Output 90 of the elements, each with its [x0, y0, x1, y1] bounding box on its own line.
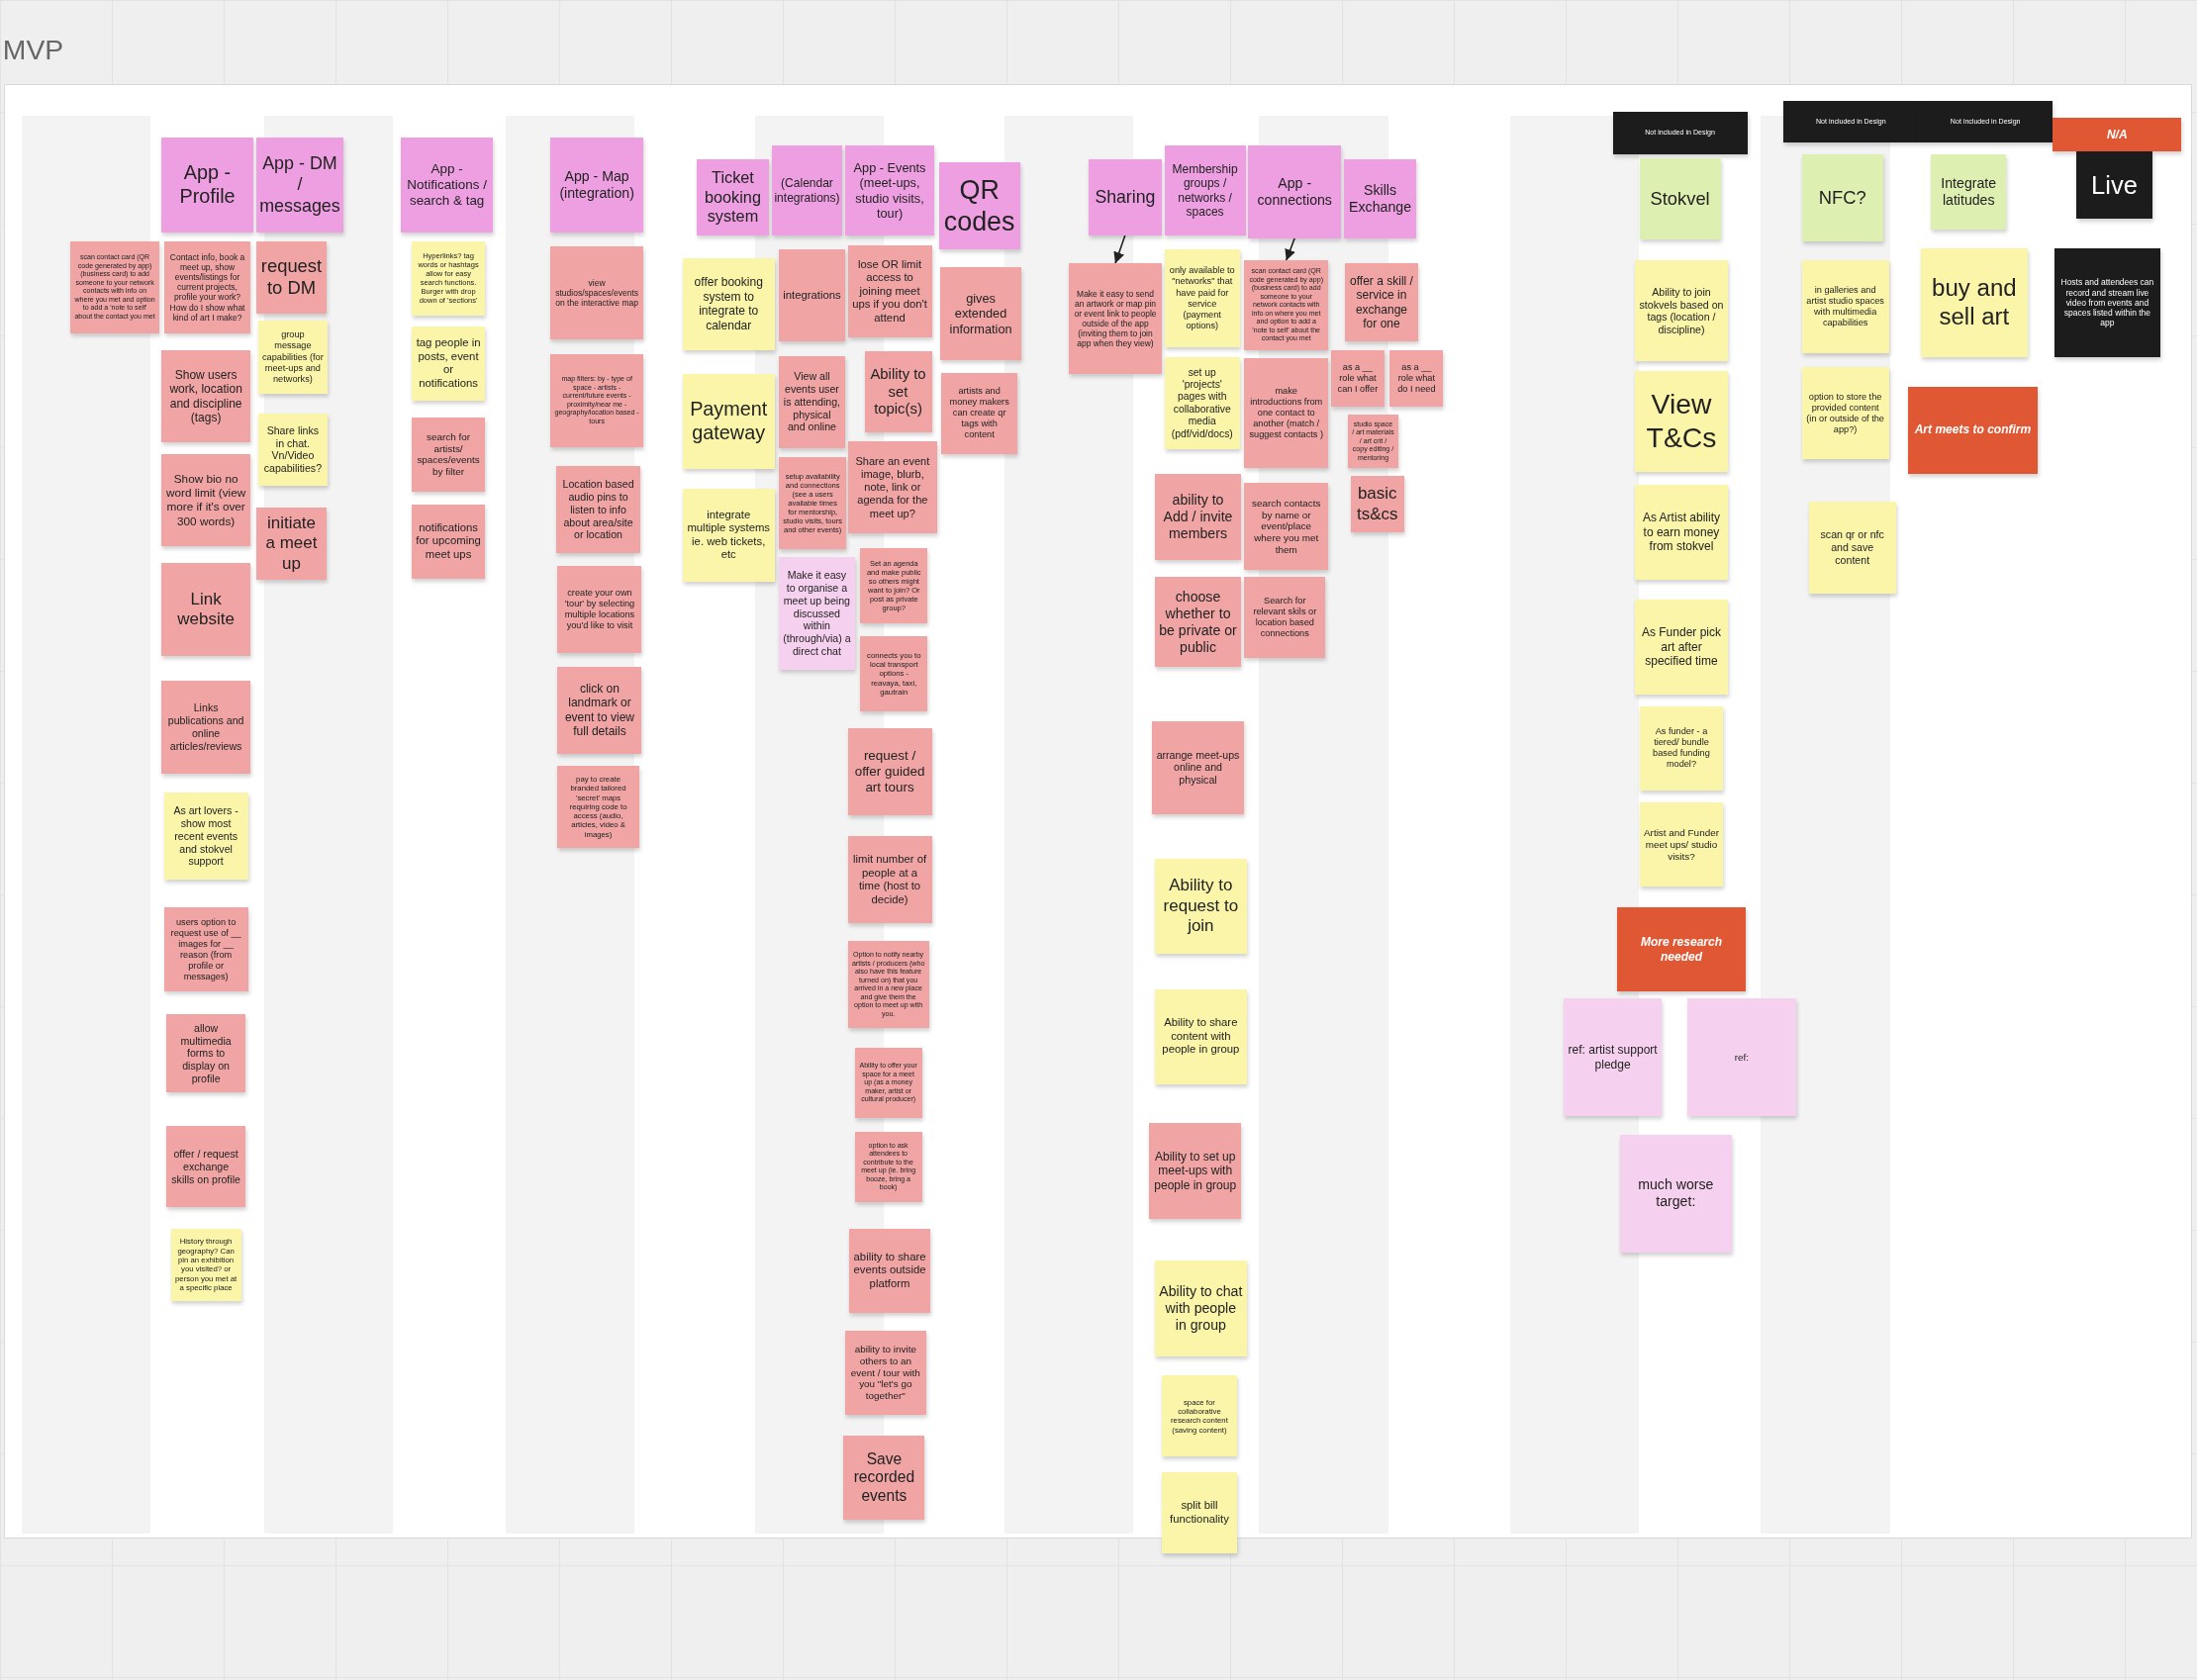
- sticky-note: Artist and Funder meet ups/ studio visits?: [1639, 802, 1724, 887]
- sticky-note: search contacts by name or event/place where you met them: [1244, 483, 1329, 571]
- status-sticky-note: More research needed: [1616, 907, 1747, 992]
- sticky-note: Hosts and attendees can record and stream live video from events and spaces listed within the app: [2054, 247, 2161, 357]
- status-sticky-note: N/A: [2053, 117, 2182, 151]
- sticky-note: scan qr or nfc and save content: [1808, 501, 1896, 595]
- sticky-note: ability to invite others to an event / tour with you "let's go together": [844, 1331, 926, 1415]
- sticky-note: as a __ role what can I offer: [1331, 349, 1385, 407]
- sticky-note: Show users work, location and discipline (tags): [160, 349, 251, 443]
- heading-sticky-note: Membership groups / networks / spaces: [1164, 145, 1246, 235]
- sticky-note: Ability to chat with people in group: [1154, 1260, 1248, 1356]
- heading-sticky-note: Ticket booking system: [696, 159, 770, 235]
- sticky-note: click on landmark or event to view full details: [557, 666, 642, 754]
- arrow: [1285, 236, 1295, 262]
- sticky-note: basic ts&cs: [1350, 476, 1404, 532]
- board-title: MVP: [2, 33, 64, 66]
- sticky-note: ref: artist support pledge: [1564, 998, 1663, 1117]
- sticky-note: request to DM: [256, 240, 327, 315]
- sticky-note: gives extended information: [940, 267, 1022, 360]
- sticky-note: offer / request exchange skills on profile: [166, 1126, 245, 1208]
- sticky-note: Save recorded events: [843, 1436, 925, 1521]
- heading-sticky-note: App - Map (integration): [550, 137, 643, 233]
- heading-sticky-note: App - Events (meet-ups, studio visits, tour): [844, 145, 935, 235]
- sticky-note: Search for relevant skils or location based connections: [1244, 577, 1326, 659]
- sticky-note: request / offer guided art tours: [847, 728, 932, 815]
- sticky-note: offer a skill / service in exchange for one: [1345, 263, 1418, 342]
- sticky-note: split bill functionality: [1161, 1472, 1238, 1554]
- sticky-note: Ability to share content with people in group: [1154, 988, 1248, 1084]
- sticky-note: Location based audio pins to listen to info about area/site or location: [556, 466, 640, 554]
- sticky-note: Ability to join stokvels based on tags (location / discipline): [1635, 260, 1728, 362]
- sticky-note: create your own 'tour' by selecting multiple locations you'd like to visit: [557, 566, 642, 653]
- heading-sticky-note: (Calendar integrations): [772, 145, 842, 235]
- sticky-note: Contact info, book a meet up, show events/listings for current projects, profile your work? How do I show what kind of art I make?: [163, 240, 251, 333]
- sticky-note: Share an event image, blurb, note, link or agenda for the meet up?: [847, 440, 938, 534]
- sticky-note: much worse target:: [1619, 1134, 1732, 1253]
- sticky-note: make introductions from one contact to another (match / suggest contacts ): [1244, 358, 1329, 468]
- heading-sticky-note: QR codes: [938, 162, 1020, 249]
- sticky-note: Make it easy to organise a meet up being discussed within (through/via) a direct chat: [779, 557, 855, 670]
- sticky-note: initiate a meet up: [256, 507, 327, 581]
- sticky-note: view studios/spaces/events on the interactive map: [550, 246, 643, 339]
- sticky-note: limit number of people at a time (host to decide): [847, 836, 932, 923]
- sticky-note: Ability to set up meet-ups with people in group: [1148, 1123, 1242, 1219]
- sticky-note: Payment gateway: [682, 374, 775, 470]
- sticky-note: group message capabilities (for meet-ups and networks): [257, 321, 329, 394]
- heading-sticky-note: App - DM / messages: [256, 137, 343, 233]
- sticky-note: choose whether to be private or public: [1154, 577, 1242, 667]
- sticky-note: Make it easy to send an artwork or map pin or event link to people outside of the app (inviting them to join app when they view): [1069, 263, 1162, 374]
- sticky-note: Share links in chat. Vn/Video capabilities?: [257, 413, 329, 487]
- sticky-note: set up 'projects' pages with collaborative media (pdf/vid/docs): [1164, 357, 1240, 450]
- sticky-note: As Funder pick art after specified time: [1635, 599, 1728, 696]
- sticky-note: allow multimedia forms to display on profile: [166, 1014, 245, 1093]
- sticky-note: buy and sell art: [1921, 247, 2028, 357]
- sticky-note: lose OR limit access to joining meet ups if you don't attend: [847, 244, 932, 338]
- sticky-note: tag people in posts, event or notifications: [412, 326, 485, 401]
- sticky-note: as a __ role what do I need: [1389, 349, 1444, 407]
- sticky-note: ref:: [1686, 998, 1797, 1117]
- heading-sticky-note: Skills Exchange: [1343, 159, 1417, 238]
- sticky-note: artists and money makers can create qr tags with content: [941, 372, 1017, 454]
- sticky-note: Link website: [160, 563, 251, 656]
- sticky-note: Ability to set topic(s): [864, 351, 932, 433]
- sticky-note: Ability to request to join: [1154, 858, 1248, 955]
- sticky-note: arrange meet-ups online and physical: [1151, 721, 1245, 814]
- sticky-note: Links publications and online articles/reviews: [160, 681, 251, 774]
- sticky-note: Show bio no word limit (view more if it's over 300 words): [160, 453, 251, 547]
- sticky-note: NFC?: [1801, 153, 1883, 241]
- sticky-note: Integrate latitudes: [1931, 153, 2007, 231]
- sticky-note: Live: [2076, 150, 2152, 219]
- heading-sticky-note: App - Profile: [160, 137, 254, 233]
- sticky-note: ability to share events outside platform: [849, 1228, 931, 1313]
- sticky-note: As funder - a tiered/ bundle based funding model?: [1639, 705, 1724, 791]
- sticky-note: notifications for upcoming meet ups: [412, 504, 485, 579]
- status-sticky-note: Art meets to confirm: [1908, 386, 2038, 474]
- sticky-note: in galleries and artist studio spaces with multimedia capabilities: [1801, 260, 1889, 353]
- sticky-note: ability to Add / invite members: [1154, 473, 1242, 561]
- sticky-note: integrate multiple systems ie. web tickets, etc: [682, 489, 775, 582]
- sticky-note: only available to "networks" that have paid for service (payment options): [1164, 249, 1240, 348]
- sticky-note: users option to request use of __ images for __ reason (from profile or messages): [163, 907, 248, 992]
- heading-sticky-note: App - connections: [1248, 145, 1341, 238]
- sticky-note: offer booking system to integrate to calendar: [682, 257, 775, 350]
- sticky-note: Stokvel: [1639, 158, 1721, 240]
- sticky-note: View T&Cs: [1635, 371, 1728, 473]
- sticky-note: integrations: [779, 249, 845, 342]
- arrow: [1113, 234, 1126, 264]
- sticky-note: As Artist ability to earn money from stokvel: [1635, 484, 1728, 581]
- sticky-note: As art lovers - show most recent events and stokvel support: [163, 793, 248, 881]
- sticky-note: View all events user is attending, physical and online: [779, 355, 845, 449]
- heading-sticky-note: App - Notifications / search & tag: [400, 137, 494, 233]
- sticky-note: option to store the provided content (in or outside of the app?): [1801, 366, 1889, 460]
- sticky-note: search for artists/ spaces/events by filter: [412, 417, 485, 492]
- heading-sticky-note: Sharing: [1089, 159, 1162, 235]
